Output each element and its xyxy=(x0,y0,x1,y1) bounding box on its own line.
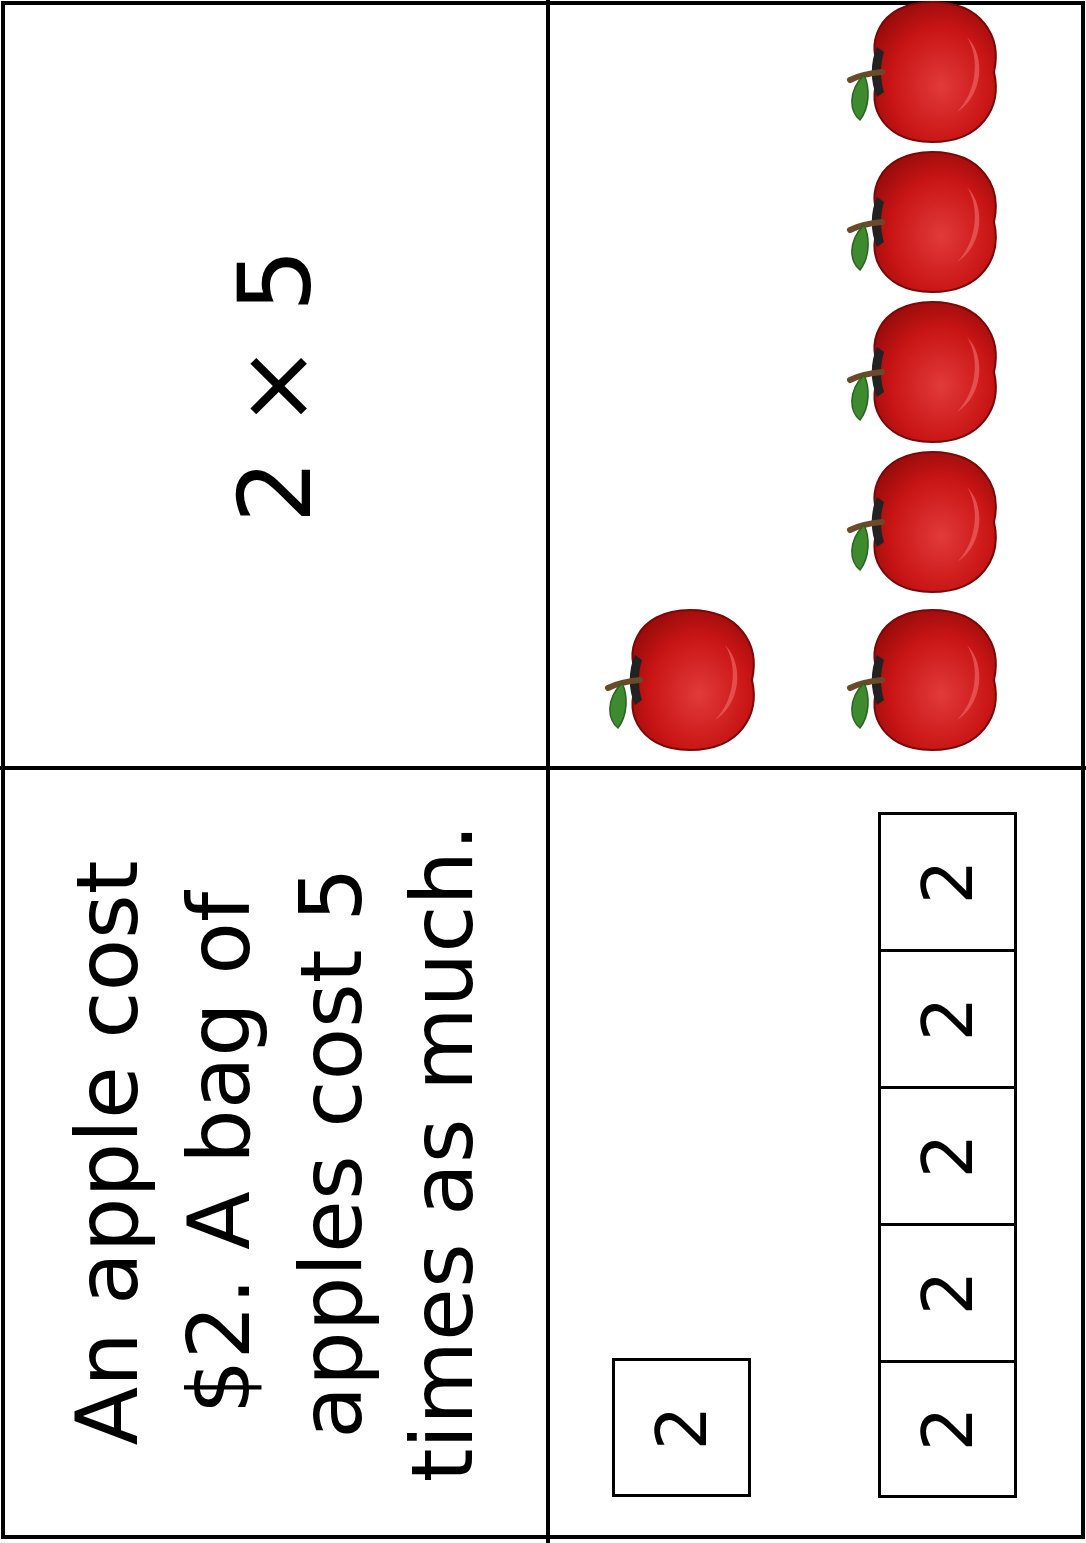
grid-line xyxy=(0,766,1086,770)
grid-line xyxy=(546,0,550,1543)
value-box: 2 xyxy=(878,1086,1017,1226)
value-box: 2 xyxy=(878,812,1017,952)
value-box: 2 xyxy=(878,1223,1017,1363)
box-number: 2 xyxy=(913,817,983,947)
box-number: 2 xyxy=(913,954,983,1084)
value-box: 2 xyxy=(878,949,1017,1089)
problem-text: An apple cost $2. A bag of apples cost 5… xyxy=(52,793,499,1513)
value-box: 2 xyxy=(878,1360,1017,1498)
box-number: 2 xyxy=(913,1364,983,1494)
apple-picture xyxy=(850,2,996,142)
apple-picture xyxy=(608,610,754,750)
value-box: 2 xyxy=(612,1358,751,1497)
box-number: 2 xyxy=(647,1363,717,1493)
multiplication-expression: 2 × 5 xyxy=(211,86,341,686)
expression-cell: 2 × 5 xyxy=(6,6,546,766)
apple-picture xyxy=(850,610,996,750)
apple-picture xyxy=(850,152,996,292)
box-number: 2 xyxy=(913,1228,983,1358)
apple-picture xyxy=(850,302,996,442)
word-problem-cell: An apple cost $2. A bag of apples cost 5… xyxy=(6,770,546,1536)
apple-picture xyxy=(850,452,996,592)
box-number: 2 xyxy=(913,1091,983,1221)
